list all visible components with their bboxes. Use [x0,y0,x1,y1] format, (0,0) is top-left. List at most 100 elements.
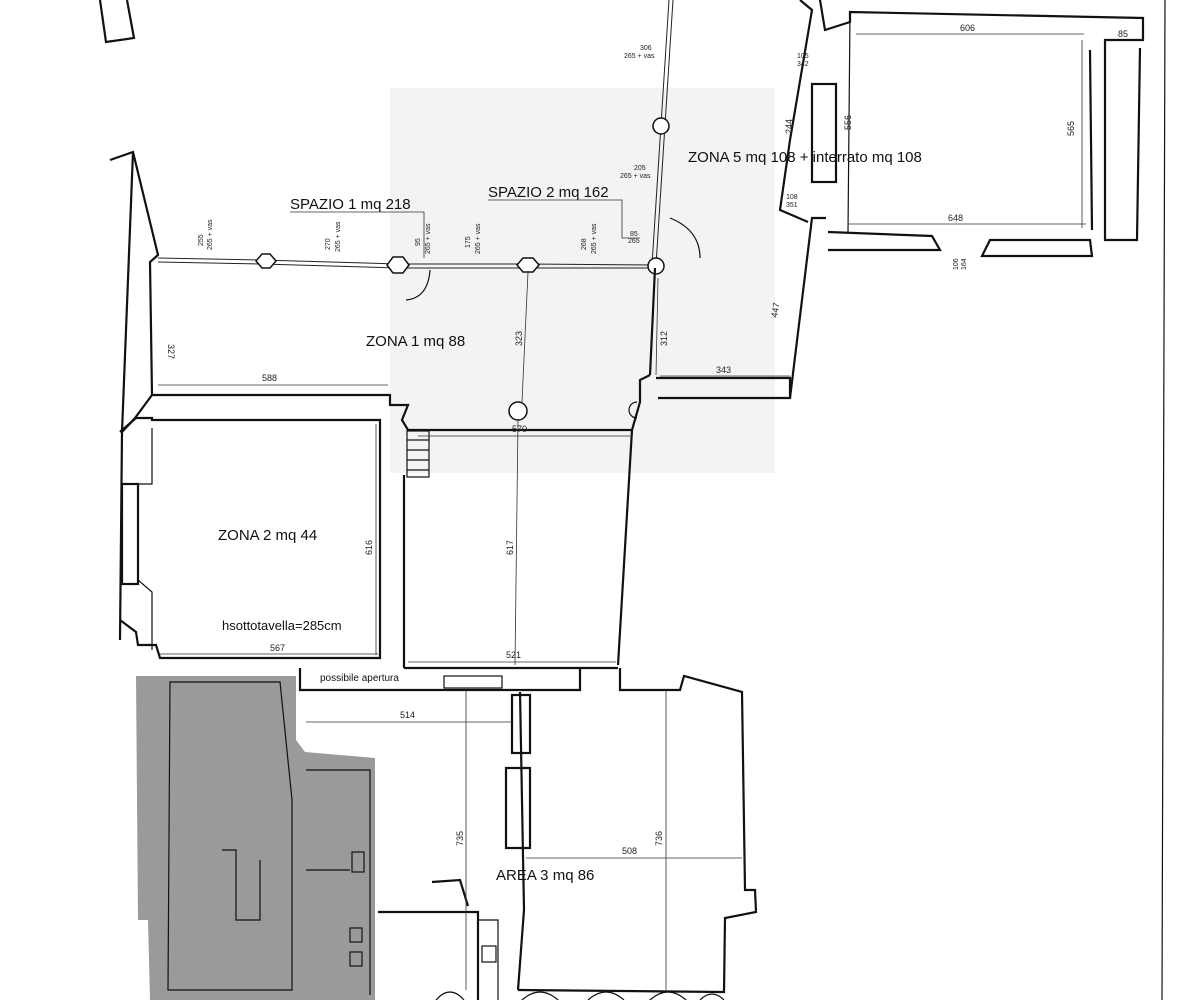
height-255: 255 [198,234,205,246]
dim-342: 342 [797,61,809,68]
label-spazio1: SPAZIO 1 mq 218 [290,196,411,213]
dim-line-spazio2 [488,199,640,239]
dim-521: 521 [506,650,521,660]
dim-312: 312 [659,331,669,346]
wall-left-exterior [109,150,160,641]
pillar-3 [516,257,540,273]
dim-567: 567 [270,643,285,653]
zona2-column [120,482,140,586]
shaded-area-lower-left [136,676,375,1000]
area3-column-top [510,693,532,755]
dim-line-312 [655,277,659,376]
wall-zona5-outer [818,0,1145,242]
height-255-vas: 265 + vas [207,219,214,250]
wall-zona5-inner-right [1088,49,1094,231]
dim-line-617 [514,419,519,666]
stair-block [406,430,430,478]
shaded-inner-block [222,849,261,921]
label-spazio2: SPAZIO 2 mq 162 [488,184,609,201]
zona5-interior-block [810,82,838,184]
wall-corridor-right [656,376,792,400]
dim-570: 570 [512,424,527,434]
dim-508: 508 [622,846,637,856]
dim-323: 323 [514,331,524,346]
dim-735: 735 [455,831,465,846]
dim-351: 351 [786,202,798,209]
wall-central-right [616,429,634,666]
dim-327: 327 [166,344,176,359]
label-zona2: ZONA 2 mq 44 [218,527,317,544]
wall-area3-partition [516,691,526,991]
wall-fragment-top-left [98,0,136,44]
area3-column [504,766,532,850]
dim-306: 306 [640,45,652,52]
height-270: 270 [325,238,332,250]
wall-area3-lower [378,878,480,1000]
dim-105: 105 [797,53,809,60]
dim-line-spazio1 [290,211,425,258]
right-frame-line [1161,0,1166,1000]
dim-343: 343 [716,365,731,375]
label-zona1: ZONA 1 mq 88 [366,333,465,350]
bottom-windows [435,991,725,1000]
stair-hatch [407,439,429,471]
wall-zona1-bottom [152,374,651,432]
dim-265-mid: 265 + vas [620,173,651,180]
height-268: 268 [581,238,588,250]
wall-zona2-inner [137,428,153,650]
pillar-4 [647,257,665,275]
dim-514: 514 [400,710,415,720]
height-175-vas: 265 + vas [475,223,482,254]
dim-108: 108 [786,194,798,201]
height-268-vas: 265 + vas [591,223,598,254]
dim-736: 736 [654,831,664,846]
dim-648: 648 [948,213,963,223]
sink-4 [481,945,497,963]
wall-zona5-bottom-right [980,238,1094,258]
height-95-vas: 265 + vas [425,223,432,254]
pillar-6 [508,401,528,421]
zona5-stair-line [847,11,851,233]
background-hatching [390,88,775,473]
dim-106: 106 [953,258,960,270]
note-opening: possibile apertura [320,673,399,684]
pillar-7 [628,401,638,419]
door-swing-spazio1 [405,269,431,301]
height-95: 95 [415,238,422,246]
dim-164: 164 [961,258,968,270]
dim-85: 85 [1118,29,1128,39]
wall-bathroom-small [478,919,499,1000]
wall-opening-band [298,668,582,692]
wall-zona1-right [648,267,657,376]
dim-205: 205 [634,165,646,172]
pillar-5 [652,117,670,135]
shaded-inner-wall [167,681,293,991]
sink-2 [349,927,363,943]
dim-565: 565 [1066,121,1076,136]
height-270-vas: 265 + vas [335,221,342,252]
wall-left-inner [120,151,135,433]
wall-zona5-bottom [827,230,942,252]
dim-265-door: 265 [628,238,640,245]
shaded-bathroom [306,769,371,995]
dim-617: 617 [505,540,515,555]
pillar-2 [386,256,410,274]
dim-line-323 [521,271,529,403]
wall-corridor-top [778,0,814,224]
opening-box [443,675,503,689]
dim-85b: 85 [630,231,638,238]
pillar-1 [255,253,277,269]
dim-588: 588 [262,373,277,383]
dim-616: 616 [364,540,374,555]
dim-447: 447 [769,302,781,319]
label-area3: AREA 3 mq 86 [496,867,594,884]
dim-556: 556 [843,115,853,130]
wall-zona2-outer [119,416,382,660]
wall-corridor-diagonal [788,216,826,399]
dim-265-top: 265 + vas [624,53,655,60]
sink-1 [351,851,365,873]
dim-244: 244 [784,119,794,134]
label-zona5: ZONA 5 mq 108 + interrato mq 108 [688,149,922,166]
note-height: hsottotavella=285cm [222,618,342,633]
